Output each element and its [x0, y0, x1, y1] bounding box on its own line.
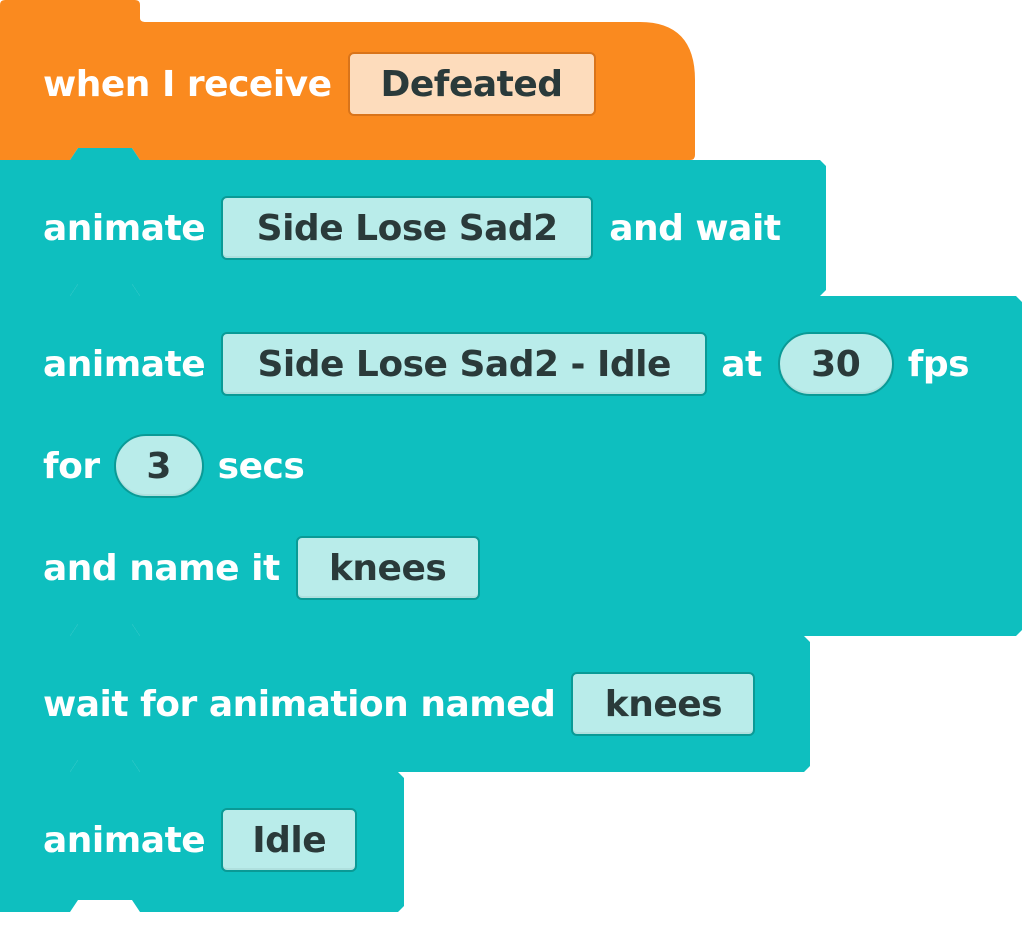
- animate-named-row-1: animate Side Lose Sad2 - Idle at 30 fps: [43, 328, 970, 400]
- at-label: at: [721, 343, 762, 385]
- animate-label: animate: [43, 207, 206, 249]
- animate-label: animate: [43, 819, 206, 861]
- animation-input[interactable]: Side Lose Sad2: [221, 196, 594, 260]
- secs-label: secs: [217, 445, 305, 487]
- animate-idle-block-shape[interactable]: [0, 760, 404, 912]
- receive-row: when I receive Defeated: [43, 48, 596, 120]
- secs-input[interactable]: 3: [113, 434, 204, 498]
- animation-name-input[interactable]: knees: [571, 672, 756, 736]
- wait-for-animation-label: wait for animation named: [43, 683, 556, 725]
- name-it-label: and name it: [43, 547, 280, 589]
- animate-wait-row: animate Side Lose Sad2 and wait: [43, 192, 781, 264]
- animation-name-input[interactable]: knees: [295, 536, 480, 600]
- animation-input[interactable]: Idle: [221, 808, 358, 872]
- animate-named-row-3: and name it knees: [43, 532, 480, 604]
- fps-label: fps: [907, 343, 970, 385]
- message-input[interactable]: Defeated: [347, 52, 596, 116]
- animate-named-row-2: for 3 secs: [43, 430, 305, 502]
- animation-input[interactable]: Side Lose Sad2 - Idle: [221, 332, 708, 396]
- wait-named-row: wait for animation named knees: [43, 668, 756, 740]
- animate-label: animate: [43, 343, 206, 385]
- for-label: for: [43, 445, 100, 487]
- and-wait-label: and wait: [609, 207, 781, 249]
- fps-input[interactable]: 30: [777, 332, 894, 396]
- animate-idle-row: animate Idle: [43, 804, 358, 876]
- receive-block-shape[interactable]: [0, 0, 695, 160]
- receive-label: when I receive: [43, 63, 332, 105]
